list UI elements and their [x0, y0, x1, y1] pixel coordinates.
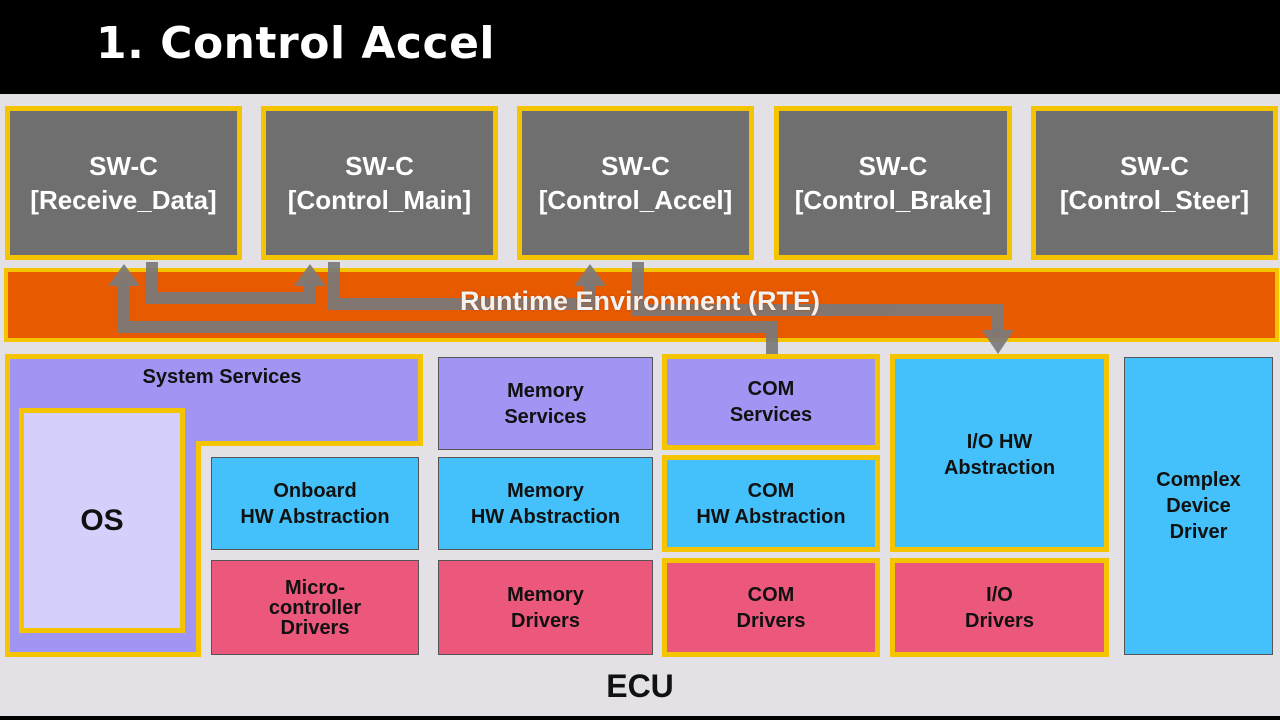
ecu-label: ECU: [606, 668, 674, 704]
memory-hw-abstraction: Memory HW Abstraction: [438, 457, 653, 550]
com-drivers-line2: Drivers: [736, 609, 806, 632]
com-services-line2: Services: [729, 404, 813, 426]
system-services-label: System Services: [142, 366, 302, 388]
os-box: OS: [19, 408, 185, 633]
swc-receive-data-line2: [Receive_Data]: [30, 185, 217, 215]
onboard-hw-abstraction-line2: HW Abstraction: [240, 505, 390, 528]
memory-drivers-line2: Drivers: [511, 609, 580, 632]
onboard-hw-abstraction: Onboard HW Abstraction: [211, 457, 419, 550]
io-drivers-line1: I/O: [986, 583, 1013, 606]
complex-device-driver-line3: Driver: [1169, 521, 1228, 543]
memory-hw-abstraction-line2: HW Abstraction: [470, 505, 621, 528]
swc-control-main-line1: SW-C: [345, 151, 414, 181]
com-hw-abstraction-line2: HW Abstraction: [696, 505, 846, 528]
swc-control-brake: SW-C [Control_Brake]: [774, 106, 1012, 260]
swc-control-accel-line1: SW-C: [601, 151, 670, 181]
os-label: OS: [80, 503, 124, 537]
com-services-line1: COM: [747, 378, 795, 400]
complex-device-driver-line2: Device: [1166, 495, 1231, 517]
microcontroller-drivers: Micro- controller Drivers: [211, 560, 419, 655]
rte-label: Runtime Environment (RTE): [459, 286, 820, 316]
swc-control-brake-line2: [Control_Brake]: [794, 185, 992, 215]
io-hw-abstraction-line1: I/O HW: [966, 431, 1033, 453]
com-services: COM Services: [662, 354, 880, 450]
swc-control-brake-line1: SW-C: [858, 151, 928, 181]
complex-device-driver-line1: Complex: [1156, 469, 1241, 491]
slide-title: 1. Control Accel: [96, 18, 495, 69]
io-drivers: I/O Drivers: [890, 558, 1109, 657]
memory-drivers: Memory Drivers: [438, 560, 653, 655]
memory-services: Memory Services: [438, 357, 653, 450]
io-hw-abstraction: I/O HW Abstraction: [890, 354, 1109, 552]
swc-control-main-line2: [Control_Main]: [287, 185, 472, 215]
swc-control-accel: SW-C [Control_Accel]: [517, 106, 754, 260]
com-hw-abstraction-line1: COM: [747, 479, 795, 502]
complex-device-driver: Complex Device Driver: [1124, 357, 1273, 655]
io-drivers-line2: Drivers: [965, 609, 1034, 632]
swc-receive-data: SW-C [Receive_Data]: [5, 106, 242, 260]
onboard-hw-abstraction-line1: Onboard: [273, 479, 357, 502]
memory-services-line1: Memory: [507, 379, 584, 402]
swc-control-steer-line2: [Control_Steer]: [1059, 185, 1250, 215]
io-hw-abstraction-line2: Abstraction: [943, 457, 1056, 479]
microcontroller-drivers-line2: controller: [268, 596, 362, 619]
microcontroller-drivers-line3: Drivers: [280, 616, 350, 639]
microcontroller-drivers-line1: Micro-: [285, 576, 345, 599]
com-hw-abstraction: COM HW Abstraction: [662, 455, 880, 552]
swc-receive-data-line1: SW-C: [89, 151, 158, 181]
swc-control-main: SW-C [Control_Main]: [261, 106, 498, 260]
memory-drivers-line1: Memory: [507, 583, 584, 606]
swc-control-steer: SW-C [Control_Steer]: [1031, 106, 1278, 260]
memory-hw-abstraction-line1: Memory: [507, 479, 584, 502]
com-drivers-line1: COM: [747, 583, 795, 606]
memory-services-line2: Services: [504, 405, 587, 428]
com-drivers: COM Drivers: [662, 558, 880, 657]
swc-control-accel-line2: [Control_Accel]: [538, 185, 733, 215]
slide-header: 1. Control Accel: [0, 0, 1280, 94]
swc-control-steer-line1: SW-C: [1120, 151, 1189, 181]
